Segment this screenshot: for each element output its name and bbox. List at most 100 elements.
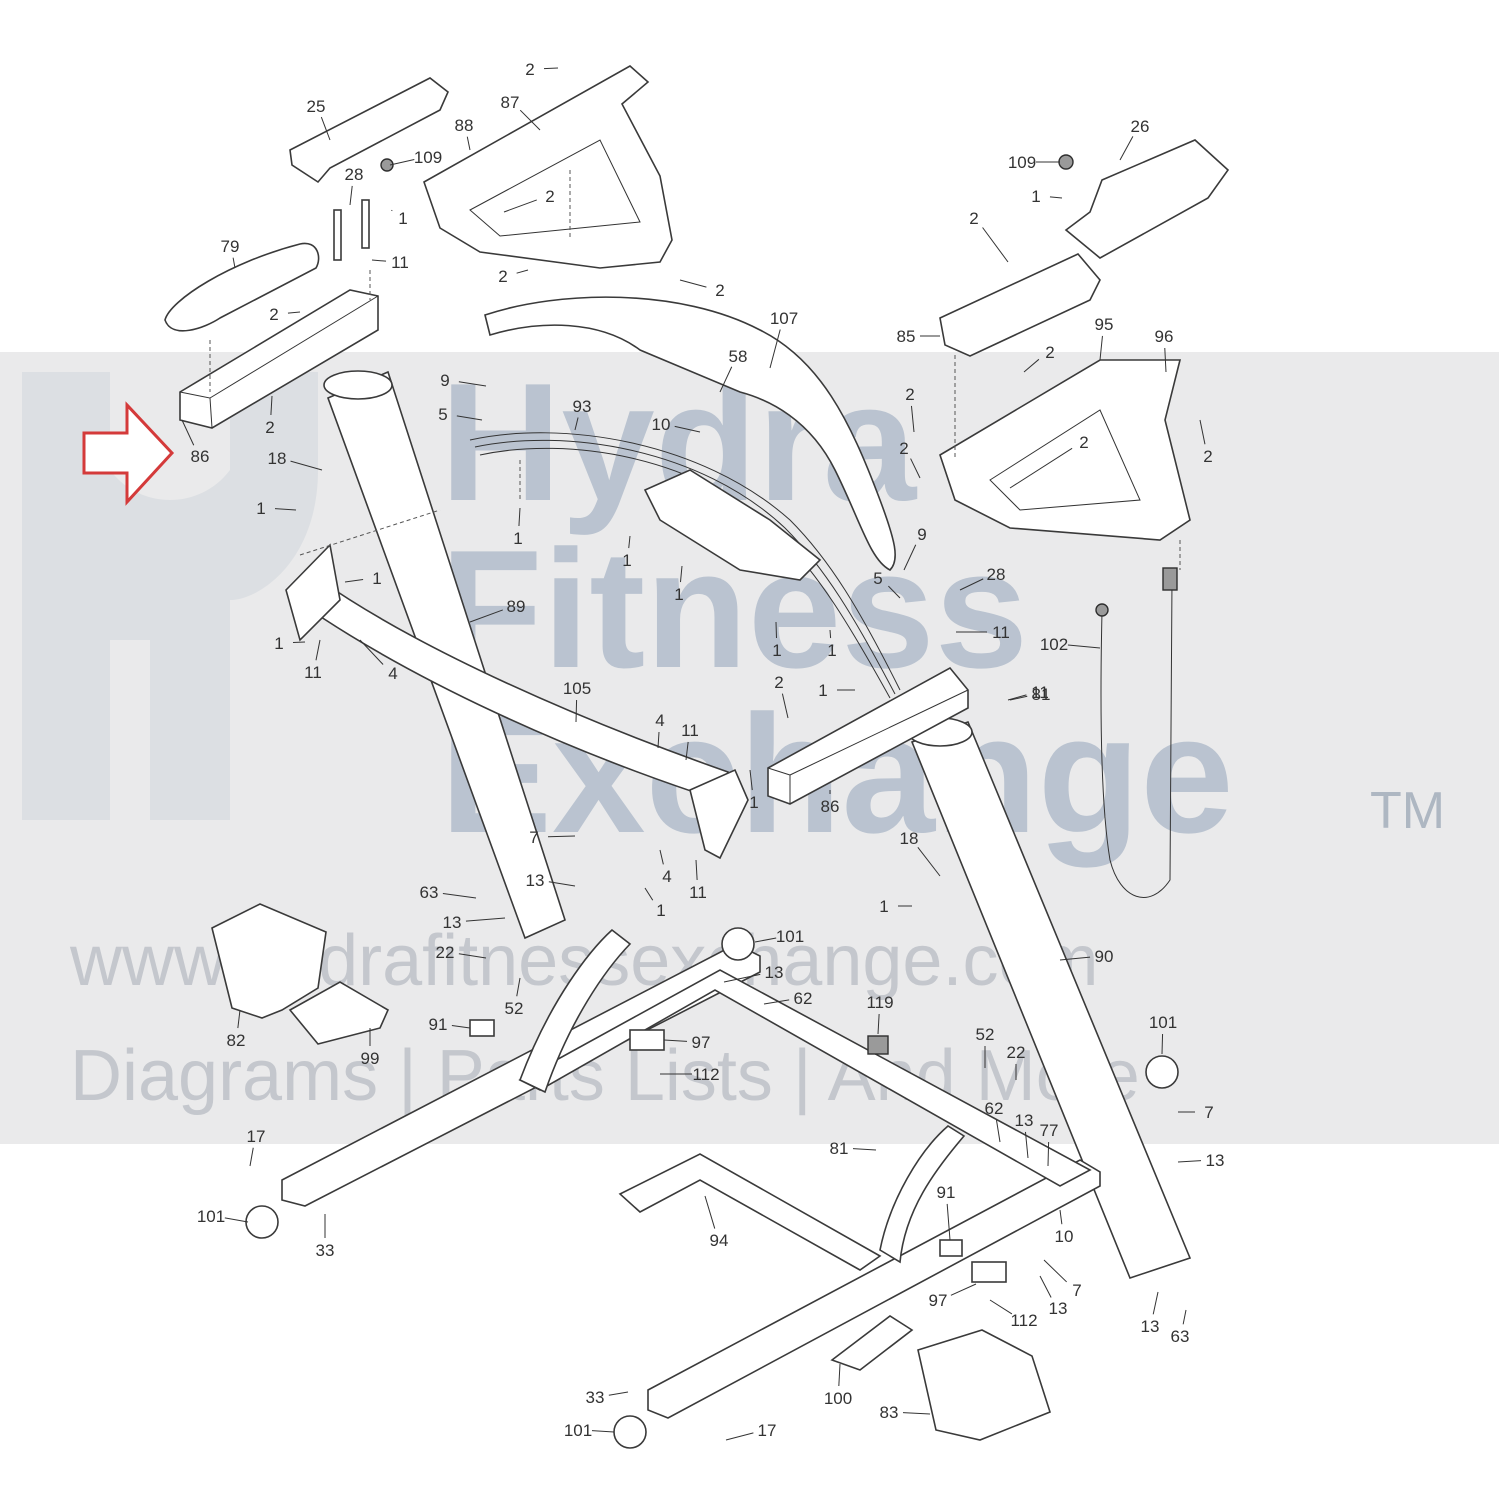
leader-line-c2b [287, 311, 301, 314]
callout-c95: 95 [1095, 315, 1114, 334]
callout-c5a: 5 [438, 405, 447, 424]
leader-line-c13a [548, 881, 576, 887]
callout-c11a: 11 [391, 253, 409, 272]
callout-c91a: 91 [429, 1015, 448, 1034]
part-89-upright-top [323, 370, 393, 400]
leader-line-c2d [503, 199, 537, 213]
part-86-upright-bracket-left [179, 289, 379, 429]
callout-c93: 93 [573, 397, 592, 416]
leader-line-c28a [349, 185, 353, 206]
callout-c87: 87 [501, 93, 520, 112]
leader-line-c93 [574, 417, 579, 431]
part-86-lower-bracket [767, 666, 969, 805]
part-93-wire-harness [469, 432, 901, 691]
leader-line-c26 [1119, 136, 1134, 161]
callout-c4c: 4 [662, 867, 671, 886]
part-102-safety-key [1095, 603, 1109, 617]
leader-line-c13b [465, 917, 506, 922]
leader-layer [181, 67, 1206, 1441]
callout-c2j: 2 [899, 439, 908, 458]
part-100-cover [830, 1315, 914, 1371]
callout-c52b: 52 [976, 1025, 995, 1044]
leader-line-c7c [1043, 1259, 1067, 1283]
leader-line-c52a [516, 977, 521, 997]
callout-c1c: 1 [256, 499, 265, 518]
leader-line-c89 [469, 609, 503, 623]
callout-c81a: 81 [1032, 685, 1051, 704]
callout-c4b: 4 [655, 711, 664, 730]
leader-line-c2k [1009, 447, 1073, 489]
callout-c1l: 1 [749, 793, 758, 812]
callout-c82: 82 [227, 1031, 246, 1050]
leader-line-c2c [270, 395, 273, 416]
callout-c2f: 2 [969, 209, 978, 228]
callout-c22b: 22 [1007, 1043, 1026, 1062]
callout-c96: 96 [1155, 327, 1174, 346]
leader-line-c119 [877, 1013, 880, 1035]
leader-line-c11f [695, 859, 698, 881]
leader-line-c1f [679, 565, 683, 583]
leader-line-c5a [456, 415, 483, 421]
part-101-wheel-c [245, 1205, 279, 1239]
leader-line-c5b [888, 585, 901, 599]
callout-c18b: 18 [900, 829, 919, 848]
callout-c2l: 2 [1203, 447, 1212, 466]
leader-line-c7a [547, 835, 576, 838]
part-82-foot-cover-left [211, 903, 327, 1019]
leader-line-c10b [1059, 1209, 1063, 1225]
callout-c9a: 9 [440, 371, 449, 390]
callout-c102: 102 [1040, 635, 1068, 654]
leader-line-c2e [516, 269, 529, 274]
callout-c1d: 1 [513, 529, 522, 548]
callout-c97a: 97 [692, 1033, 711, 1052]
leader-line-c13c [723, 973, 761, 983]
callout-c13e: 13 [1015, 1111, 1034, 1130]
callout-c94: 94 [710, 1231, 729, 1250]
part-88-console-frame [423, 65, 673, 269]
leader-line-c62b [995, 1119, 1001, 1143]
leader-line-c62a [763, 999, 790, 1005]
leader-line-c102 [1067, 644, 1101, 649]
leader-line-c25 [320, 116, 331, 141]
callout-c83: 83 [880, 1403, 899, 1422]
callout-c101d: 101 [564, 1421, 592, 1440]
leader-line-c79 [232, 257, 236, 269]
part-85-armrest [939, 253, 1101, 357]
callout-c86b: 86 [821, 797, 840, 816]
leader-line-c13g [1152, 1291, 1159, 1315]
leader-line-c63b [1182, 1309, 1187, 1325]
callout-c28b: 28 [987, 565, 1006, 584]
part-28-bolt-b [361, 199, 370, 249]
leader-line-c33b [608, 1391, 629, 1396]
callout-c33a: 33 [316, 1241, 335, 1260]
leader-line-c22a [458, 953, 487, 959]
leader-line-c11d [1007, 694, 1027, 701]
leader-line-c97b [950, 1283, 977, 1296]
leader-line-c91b [946, 1203, 951, 1241]
leader-line-c17b [725, 1432, 754, 1441]
callout-c2c: 2 [265, 418, 274, 437]
leader-line-c83 [902, 1412, 931, 1415]
leader-line-c28b [959, 578, 984, 591]
callout-c13c: 13 [765, 963, 784, 982]
part-96-console-frame-right [939, 359, 1191, 541]
leader-line-c4a [359, 639, 384, 665]
part-58-console-bracket [643, 469, 822, 581]
leader-line-c2l [1199, 419, 1206, 445]
callout-c112b: 112 [1010, 1311, 1037, 1330]
leader-line-c9b [903, 544, 917, 571]
callout-c89: 89 [507, 597, 526, 616]
leader-line-c17a [249, 1147, 254, 1167]
part-83-foot-cover-right [917, 1329, 1051, 1441]
leader-line-c4b [657, 731, 660, 749]
callout-c101b: 101 [1149, 1013, 1177, 1032]
leader-line-c91a [451, 1024, 471, 1029]
callout-c33b: 33 [586, 1388, 605, 1407]
callout-c26: 26 [1131, 117, 1150, 136]
callout-c1e: 1 [622, 551, 631, 570]
callout-c1h: 1 [274, 634, 283, 653]
callout-c1f: 1 [674, 585, 683, 604]
part-base-frame-rear-rail [647, 1159, 1101, 1419]
callout-c63b: 63 [1171, 1327, 1190, 1346]
part-97-clip-a [629, 1029, 665, 1051]
